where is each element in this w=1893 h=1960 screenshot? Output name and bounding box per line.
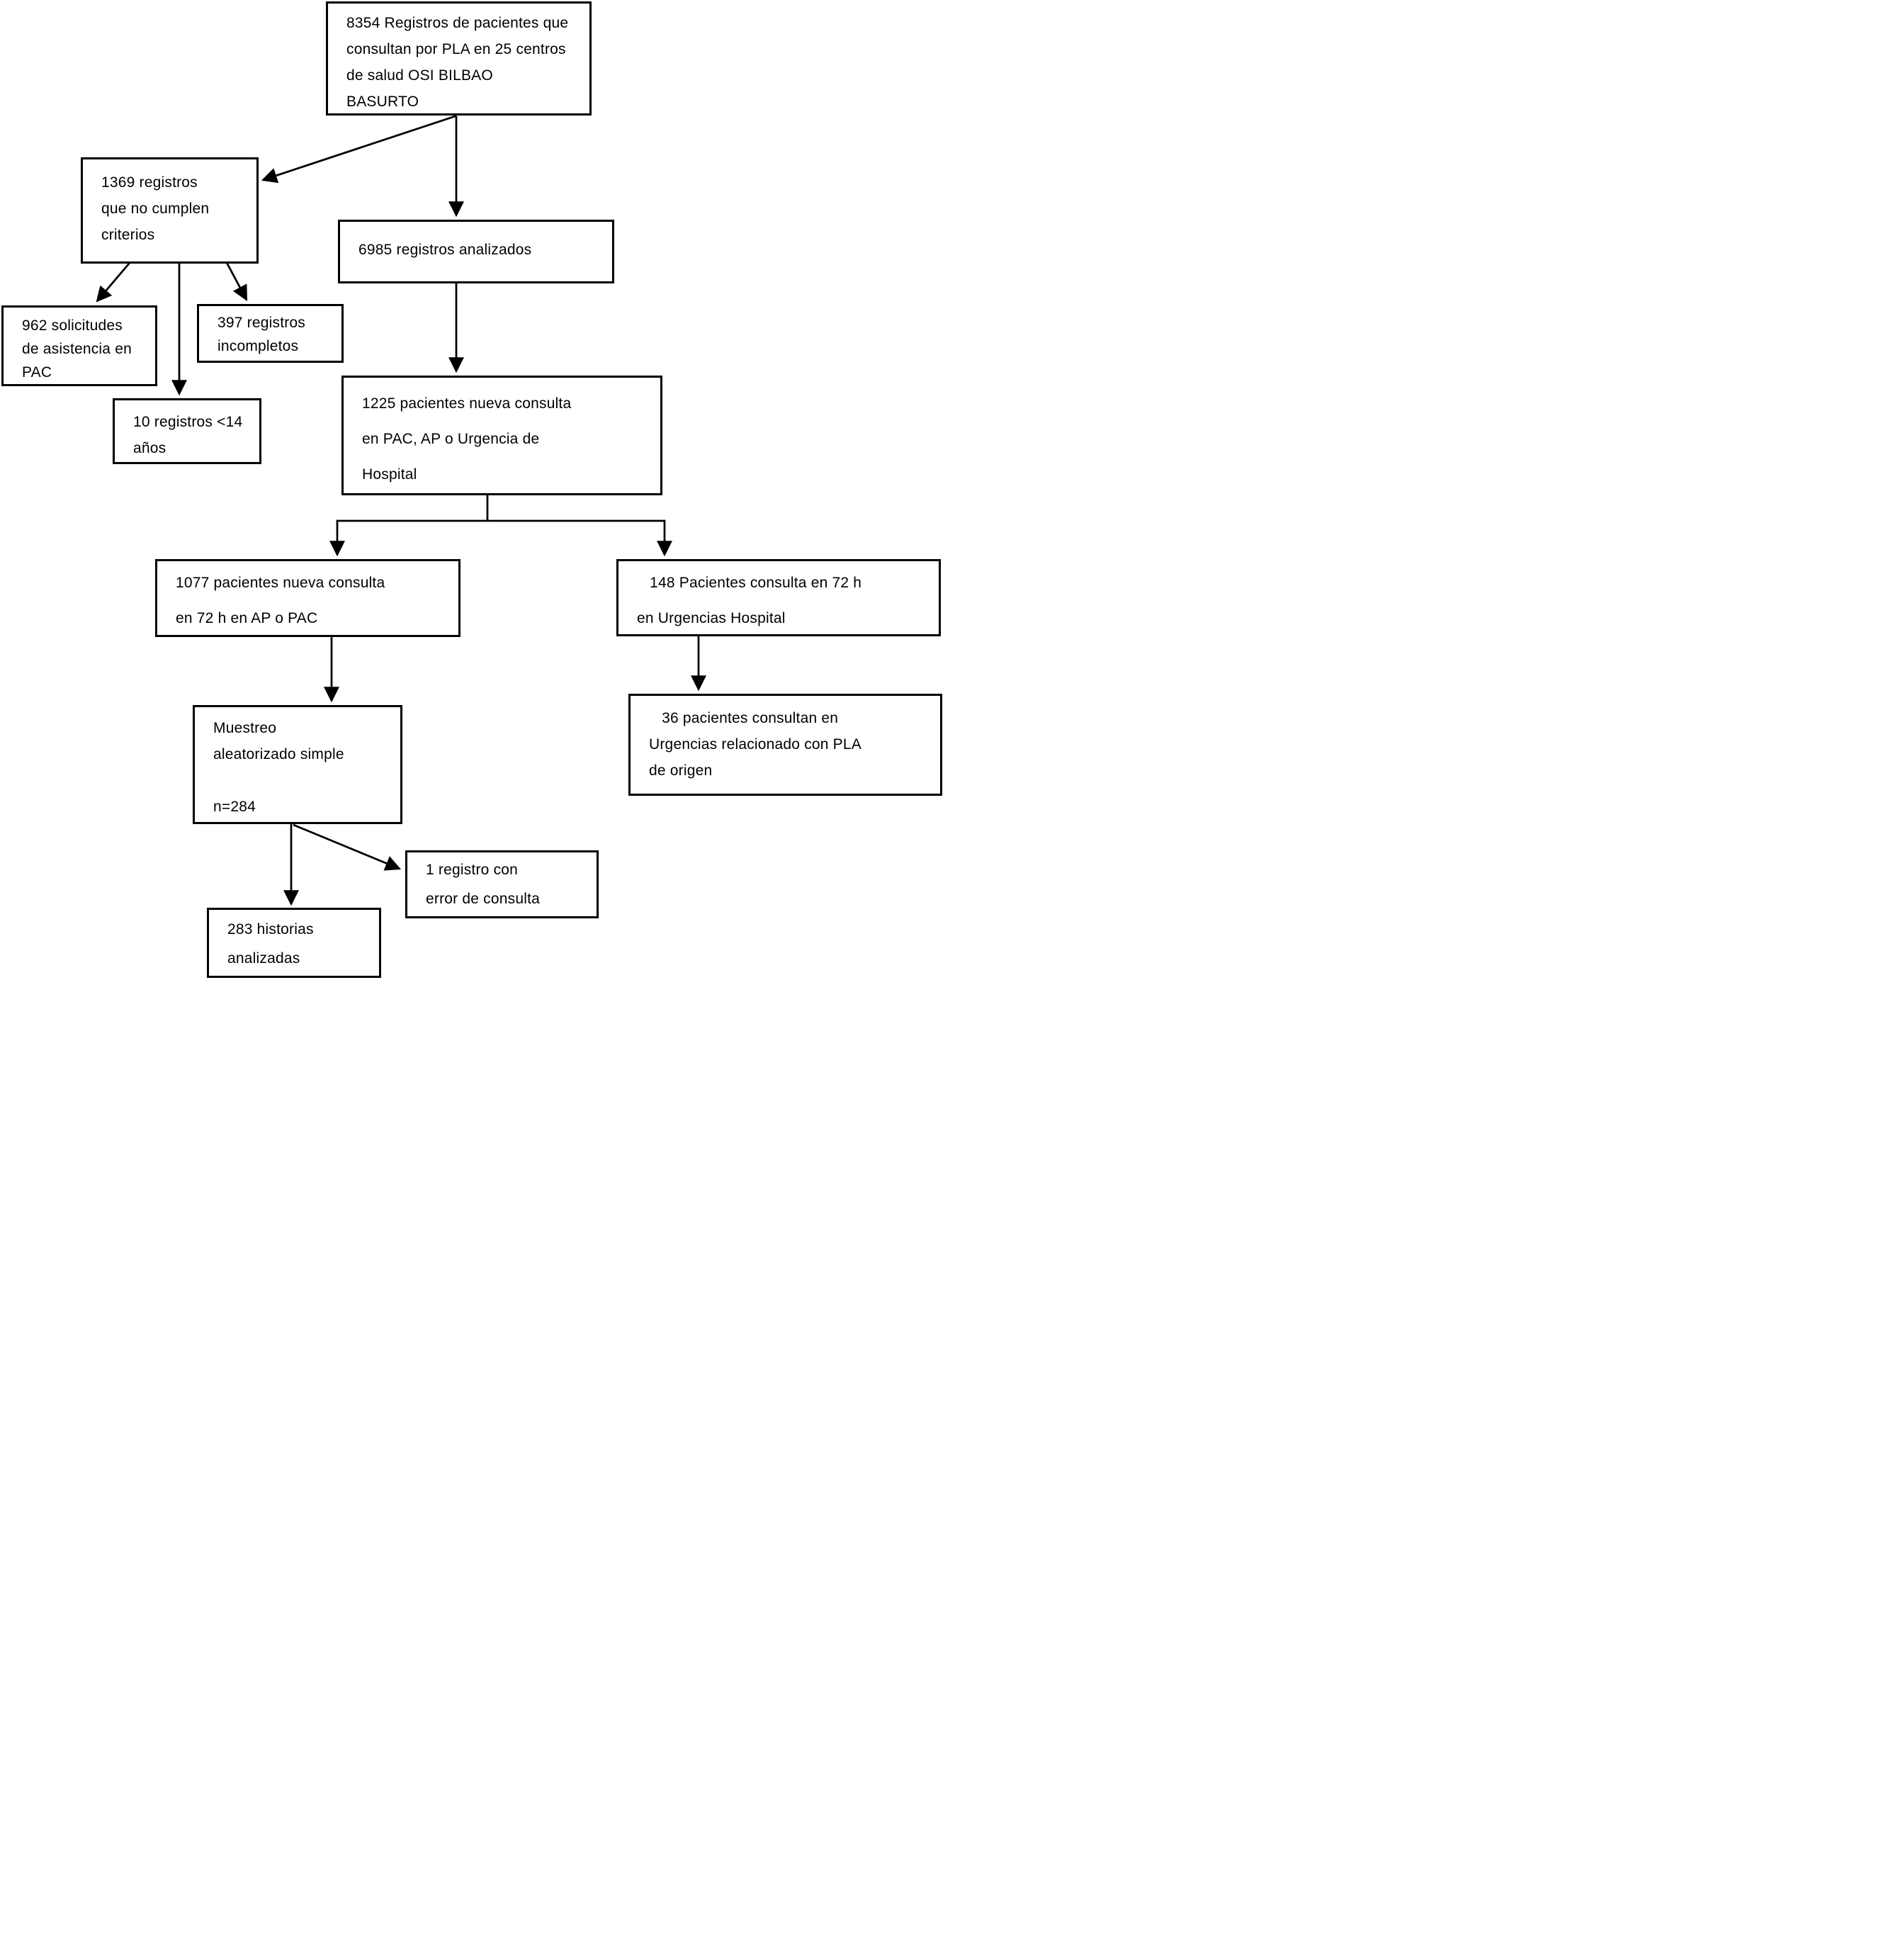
box-registros-menores-14: 10 registros <14 años [113, 398, 261, 464]
box-solicitudes-pac: 962 solicitudes de asistencia en PAC [1, 305, 157, 386]
box-nueva-consulta-1225: 1225 pacientes nueva consulta en PAC, AP… [341, 376, 662, 495]
connector-arrows [96, 115, 706, 906]
box-registros-excluidos: 1369 registros que no cumplen criterios [81, 157, 259, 264]
arrow-excluded-to-pac-requests [96, 258, 135, 303]
box-muestreo-aleatorizado: Muestreo aleatorizado simple n=284 [193, 705, 402, 824]
box-registros-incompletos: 397 registros incompletos [197, 304, 344, 363]
box-urgencias-pla-36: 36 pacientes consultan en Urgencias rela… [628, 694, 942, 796]
box-registro-error: 1 registro con error de consulta [405, 850, 599, 918]
arrow-sampling-to-query-error [293, 823, 402, 871]
box-historias-analizadas: 283 historias analizadas [207, 908, 381, 978]
box-total-registros: 8354 Registros de pacientes que consulta… [326, 1, 592, 116]
flowchart-canvas: 8354 Registros de pacientes que consulta… [0, 0, 946, 980]
arrow-total-to-excluded [261, 115, 457, 184]
arrow-excluded-to-incomplete [223, 258, 248, 301]
box-consulta-urgencias-148: 148 Pacientes consulta en 72 h en Urgenc… [616, 559, 941, 636]
box-nueva-consulta-ap-pac-1077: 1077 pacientes nueva consulta en 72 h en… [155, 559, 460, 637]
box-registros-analizados: 6985 registros analizados [338, 220, 614, 283]
